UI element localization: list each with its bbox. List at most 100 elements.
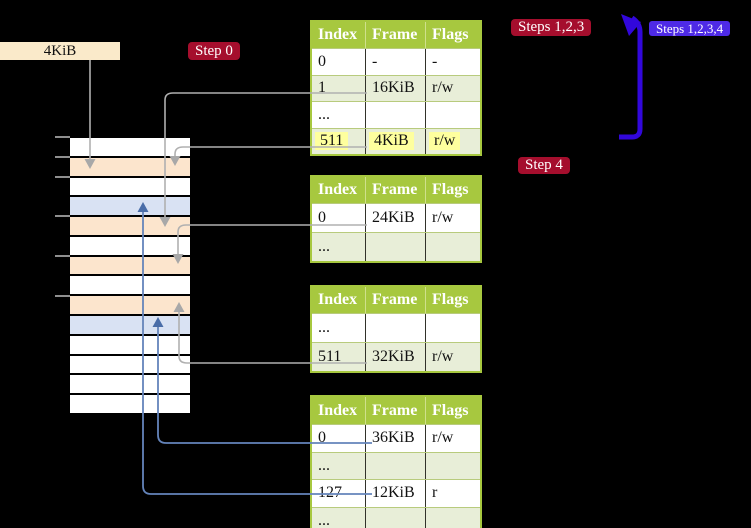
table-cell: - (366, 49, 426, 75)
table-row: ... (312, 232, 480, 261)
table-row: 0 - - (312, 48, 480, 75)
table-cell: 1 (312, 75, 366, 101)
tick-mark (55, 295, 70, 297)
frame-size-label: 4KiB (0, 42, 120, 60)
cell-value: 12KiB (372, 484, 415, 502)
cell-value: ... (318, 105, 330, 123)
cell-value: r (432, 484, 438, 502)
table-row: ... (312, 101, 480, 128)
table-cell: r/w (426, 128, 480, 154)
cell-value: - (432, 52, 438, 70)
tick-mark (55, 215, 70, 217)
memory-row-frame (70, 217, 190, 235)
table-cell (366, 314, 426, 342)
cell-value: 16KiB (372, 79, 415, 97)
memory-row-free (70, 336, 190, 354)
table-cell: r/w (426, 343, 480, 371)
cell-value: 32KiB (372, 348, 415, 365)
table-row: 127 12KiB r (312, 479, 480, 507)
table-cell (426, 233, 480, 261)
cell-value: r/w (432, 429, 454, 447)
cell-value: 0 (318, 209, 326, 226)
memory-row-free (70, 395, 190, 413)
table-header-cell: Frame (366, 287, 426, 313)
table-header-cell: Index (312, 22, 366, 48)
table-header-cell: Flags (426, 22, 480, 48)
cell-value: 0 (318, 52, 326, 70)
table-cell (366, 452, 426, 480)
table-cell: r/w (426, 204, 480, 232)
memory-row-target (70, 316, 190, 334)
cell-value: ... (318, 456, 330, 474)
table-row: ... (312, 313, 480, 342)
memory-row-free (70, 356, 190, 373)
memory-row-free (70, 237, 190, 255)
table-cell: 4KiB (366, 128, 426, 154)
table-header-cell: Index (312, 397, 366, 424)
table-cell: ... (312, 507, 366, 528)
cell-value: ... (318, 512, 330, 528)
table-cell: 0 (312, 425, 366, 452)
cell-value: r/w (432, 348, 454, 365)
tick-mark (55, 136, 70, 138)
cell-value: 36KiB (372, 429, 415, 447)
memory-row-frame (70, 257, 190, 274)
table-cell: r/w (426, 75, 480, 101)
big-arrow-head (621, 14, 641, 36)
cell-value: 511 (318, 348, 342, 365)
table-row: 0 24KiB r/w (312, 203, 480, 232)
highlighted-value: 4KiB (369, 132, 414, 151)
tick-mark (55, 255, 70, 257)
table-cell: - (426, 49, 480, 75)
cell-value: - (372, 52, 378, 70)
tick-mark (55, 176, 70, 178)
table-cell: 32KiB (366, 343, 426, 371)
cell-value: 127 (318, 484, 342, 502)
table-cell: 36KiB (366, 425, 426, 452)
cell-value: r/w (432, 79, 454, 97)
table-header-cell: Frame (366, 22, 426, 48)
table-cell: ... (312, 452, 366, 480)
badge-step-4: Step 4 (518, 157, 570, 174)
table-cell (366, 507, 426, 528)
highlighted-value: r/w (429, 132, 461, 151)
table-header-cell: Index (312, 177, 366, 203)
table-cell: 12KiB (366, 480, 426, 507)
big-steps-arrow (619, 14, 643, 140)
table-cell (426, 102, 480, 128)
cell-value: ... (318, 319, 330, 336)
highlighted-value: 511 (315, 132, 349, 151)
physical-memory-map (70, 137, 190, 414)
table-row: ... (312, 506, 480, 528)
cell-value: r/w (432, 209, 454, 226)
table-cell: 127 (312, 480, 366, 507)
table-cell: ... (312, 314, 366, 342)
table-cell (366, 102, 426, 128)
table-header-cell: Flags (426, 287, 480, 313)
cell-value: 1 (318, 79, 326, 97)
table-cell: r (426, 480, 480, 507)
cell-value: ... (318, 238, 330, 255)
table-cell (426, 314, 480, 342)
table-row: 511 32KiB r/w (312, 342, 480, 371)
table-cell: 16KiB (366, 75, 426, 101)
memory-row-frame (70, 296, 190, 314)
memory-row-target (70, 197, 190, 215)
badge-steps-1-2-3-4: Steps 1,2,3,4 (649, 21, 731, 36)
table-header-cell: Frame (366, 397, 426, 424)
table-cell: 0 (312, 49, 366, 75)
table-cell: ... (312, 233, 366, 261)
memory-row-free (70, 375, 190, 393)
table-cell: 24KiB (366, 204, 426, 232)
memory-row-frame (70, 158, 190, 176)
table-header-cell: Flags (426, 397, 480, 424)
table-cell: ... (312, 102, 366, 128)
table-cell (426, 507, 480, 528)
table-row: 1 16KiB r/w (312, 74, 480, 101)
table-cell (366, 233, 426, 261)
table-cell: 0 (312, 204, 366, 232)
badge-step-0: Step 0 (188, 42, 240, 60)
